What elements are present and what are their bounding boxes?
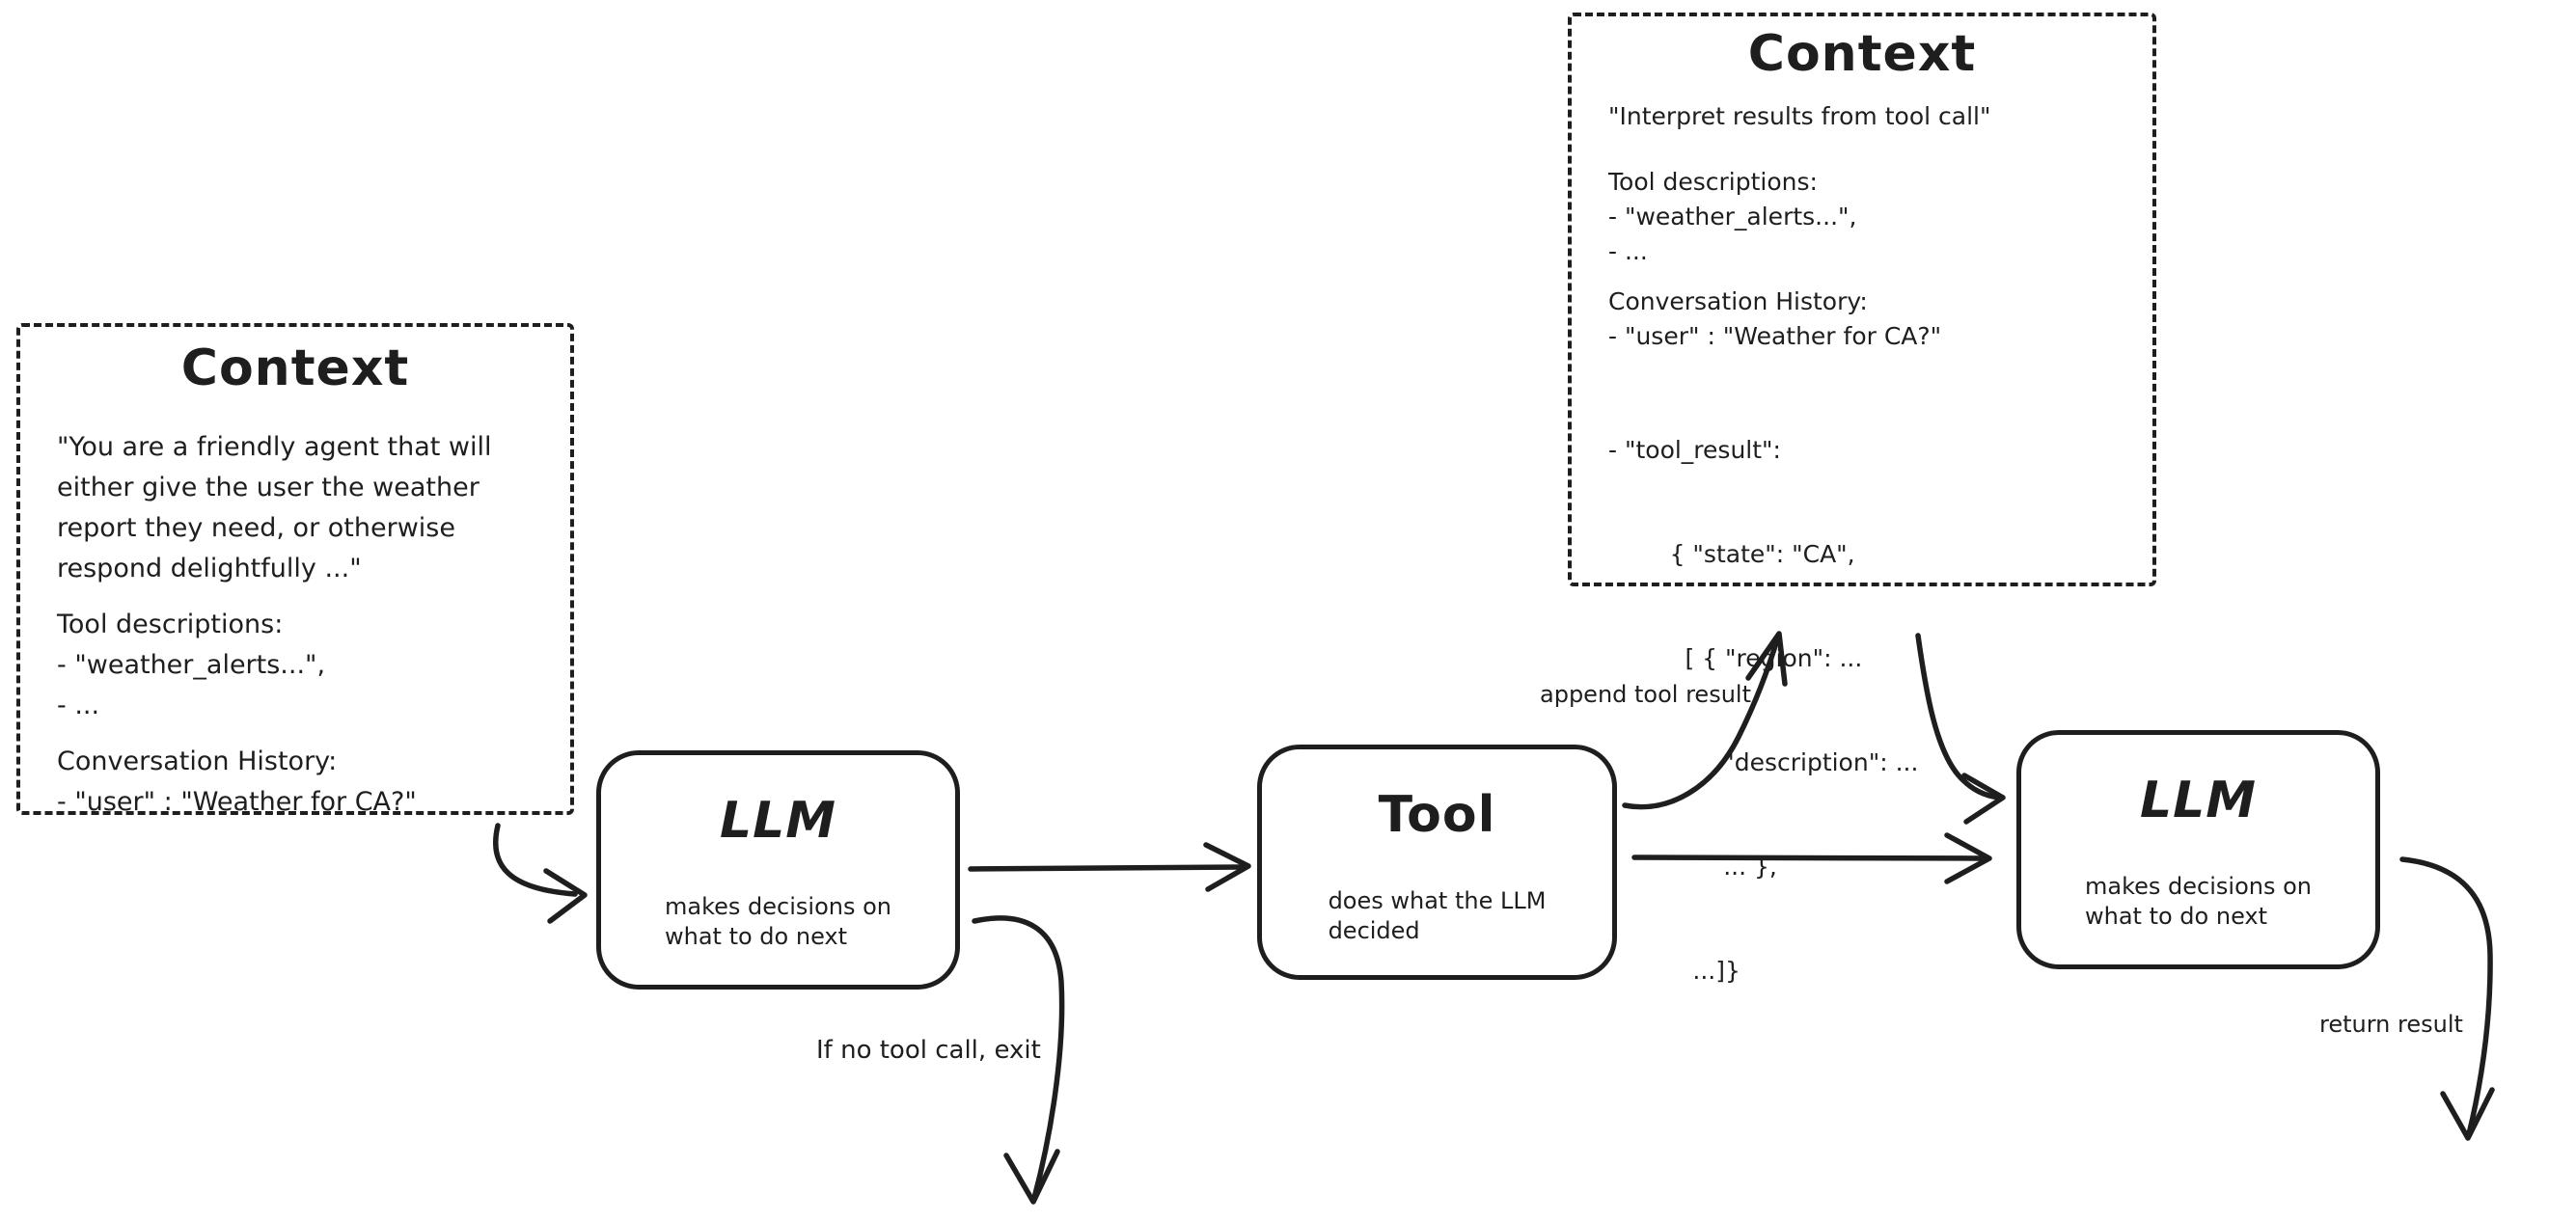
llm1-subtitle: makes decisions on what to do next xyxy=(665,893,891,950)
node-llm-1: LLM makes decisions on what to do next xyxy=(596,750,960,990)
tool-descriptions-block: Tool descriptions: - "weather_alerts..."… xyxy=(1608,165,2152,269)
context-box-tool-result: Context "Interpret results from tool cal… xyxy=(1568,13,2156,985)
arrow-llm1-to-tool xyxy=(968,842,1251,892)
tool-descriptions-header: Tool descriptions: xyxy=(1608,168,1818,196)
tool-title: Tool xyxy=(1378,786,1496,844)
arrow-llm2-return xyxy=(2399,856,2495,1141)
llm2-subtitle: makes decisions on what to do next xyxy=(2085,873,2312,930)
label-append-tool-result: append tool result xyxy=(1540,681,1751,708)
prompt-line: either give the user the weather xyxy=(57,473,480,502)
node-tool: Tool does what the LLM decided xyxy=(1257,745,1617,980)
tool-descriptions-header: Tool descriptions: xyxy=(57,610,284,639)
tool-description-item: - "weather_alerts...", xyxy=(1608,203,1857,231)
llm1-title: LLM xyxy=(719,792,836,850)
tool-description-item: - "weather_alerts...", xyxy=(57,650,326,680)
conversation-history-header: Conversation History: xyxy=(1608,287,1868,315)
system-prompt-text: "You are a friendly agent that will eith… xyxy=(57,427,570,589)
arrow-context-to-llm1 xyxy=(492,823,588,924)
interpret-results-line: "Interpret results from tool call" xyxy=(1608,102,1991,130)
prompt-line: report they need, or otherwise xyxy=(57,513,455,543)
node-llm-2: LLM makes decisions on what to do next xyxy=(2016,730,2380,969)
conversation-history-item: - "user" : "Weather for CA?" xyxy=(57,787,417,817)
tool-description-item: - ... xyxy=(1608,237,1648,265)
prompt-line: "You are a friendly agent that will xyxy=(57,432,492,462)
conversation-history-item: - "user" : "Weather for CA?" xyxy=(1608,322,1942,350)
prompt-line: respond delightfully ..." xyxy=(57,554,362,583)
tool-result-line: - "tool_result": xyxy=(1608,436,1781,464)
tool-description-item: - ... xyxy=(57,691,100,720)
tool-result-line: ...]} xyxy=(1608,957,1740,985)
conversation-history-block: Conversation History: - "user" : "Weathe… xyxy=(1608,285,2152,354)
conversation-history-header: Conversation History: xyxy=(57,746,338,776)
conversation-history-block: Conversation History: - "user" : "Weathe… xyxy=(57,742,570,823)
label-return-result: return result xyxy=(2319,1011,2463,1038)
tool-descriptions-block: Tool descriptions: - "weather_alerts..."… xyxy=(57,605,570,726)
label-if-no-tool-call-exit: If no tool call, exit xyxy=(816,1036,1041,1065)
context-box-system-prompt: Context "You are a friendly agent that w… xyxy=(16,323,574,817)
context-top-title: Context xyxy=(1747,25,1977,83)
llm2-title: LLM xyxy=(2139,772,2257,829)
tool-subtitle: does what the LLM decided xyxy=(1328,887,1547,944)
context-left-title: Context xyxy=(180,339,410,397)
tool-result-line: [ { "region": ... xyxy=(1608,644,1863,672)
tool-result-line: { "state": "CA", xyxy=(1608,540,1855,568)
